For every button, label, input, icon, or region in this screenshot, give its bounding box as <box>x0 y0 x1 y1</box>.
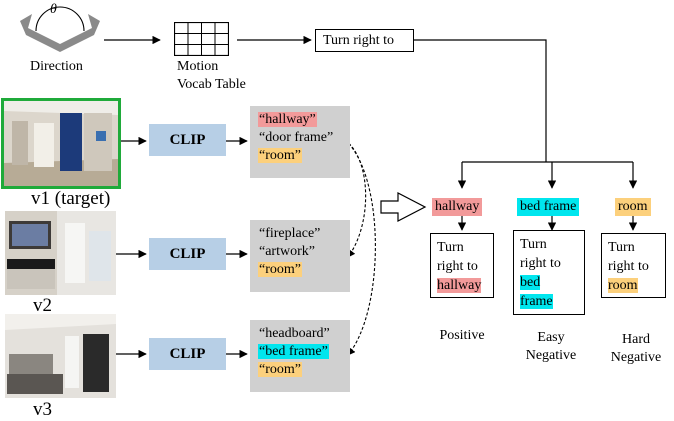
caption-easy-line2: Negative <box>525 348 577 363</box>
word-artwork: “artwork” <box>259 244 315 259</box>
view3-image <box>5 314 116 398</box>
word-fireplace: “fireplace” <box>259 226 321 241</box>
dashed-arrow-to-v3 <box>344 139 376 356</box>
sentence-positive: Turn right to hallway <box>430 233 494 298</box>
hallway-photo-icon <box>4 101 118 186</box>
tag-positive-hallway: hallway <box>432 198 483 216</box>
direction-label: Direction <box>30 59 83 74</box>
word-hallway: “hallway” <box>258 112 317 127</box>
view2-label: v2 <box>33 295 52 316</box>
sentence-easy-line1: Turn <box>520 237 547 252</box>
right-vector-arrow-icon <box>60 14 100 52</box>
caption-positive-line1: Positive <box>439 328 485 343</box>
words-box-v2: “fireplace” “artwork” “room” <box>250 220 350 292</box>
arrow-instruction-down <box>414 39 547 162</box>
tag-hard-room: room <box>615 198 651 216</box>
caption-hard-line1: Hard <box>622 332 650 347</box>
caption-easy-negative: Easy Negative <box>511 329 591 365</box>
direction-icon <box>14 4 106 58</box>
words-box-v3: “headboard” “bed frame” “room” <box>250 320 350 392</box>
words-box-v1: “hallway” “door frame” “room” <box>250 106 350 178</box>
caption-hard-line2: Negative <box>610 350 662 365</box>
sentence-positive-line2: right to <box>437 259 478 274</box>
view3-label: v3 <box>33 399 52 420</box>
caption-easy-line1: Easy <box>537 330 565 345</box>
word-room-v1: “room” <box>258 148 302 163</box>
sentence-hard-line2: right to <box>608 259 649 274</box>
sentence-positive-line1: Turn <box>437 240 464 255</box>
tag-easy-bed-frame: bed frame <box>517 198 580 216</box>
caption-positive: Positive <box>422 327 502 345</box>
theta-label: θ <box>50 2 57 17</box>
word-door-frame: “door frame” <box>259 130 334 145</box>
clip-box-v1: CLIP <box>149 124 226 156</box>
vocab-label-line1: Motion <box>177 59 219 74</box>
sentence-hard-negative: Turn right to room <box>601 233 666 298</box>
angle-arc-icon <box>35 6 85 32</box>
view1-target-image <box>1 98 121 189</box>
sentence-easy-negative: Turn right to bed frame <box>513 230 585 315</box>
caption-hard-negative: Hard Negative <box>598 331 674 367</box>
word-headboard: “headboard” <box>259 326 330 341</box>
sentence-easy-target-2: frame <box>520 294 553 309</box>
clip-box-v2: CLIP <box>149 238 226 270</box>
vocab-table-icon <box>173 21 230 57</box>
view2-image <box>5 211 116 295</box>
hollow-arrow <box>380 192 427 222</box>
word-room-v3: “room” <box>258 362 302 377</box>
word-room-v2: “room” <box>258 262 302 277</box>
sentence-hard-line1: Turn <box>608 240 635 255</box>
sentence-hard-target: room <box>608 278 638 293</box>
word-bed-frame: “bed frame” <box>258 344 329 359</box>
vocab-label-line2: Vocab Table <box>177 77 246 92</box>
sentence-positive-target: hallway <box>437 278 482 293</box>
clip-box-v3: CLIP <box>149 338 226 370</box>
bedroom-photo-icon <box>5 314 116 398</box>
left-vector-arrow-icon <box>20 14 60 52</box>
fireplace-room-photo-icon <box>5 211 116 295</box>
instruction-box: Turn right to <box>315 29 414 52</box>
sentence-easy-line2: right to <box>520 256 561 271</box>
view1-label: v1 (target) <box>31 188 111 209</box>
sentence-easy-target-1: bed <box>520 275 541 290</box>
